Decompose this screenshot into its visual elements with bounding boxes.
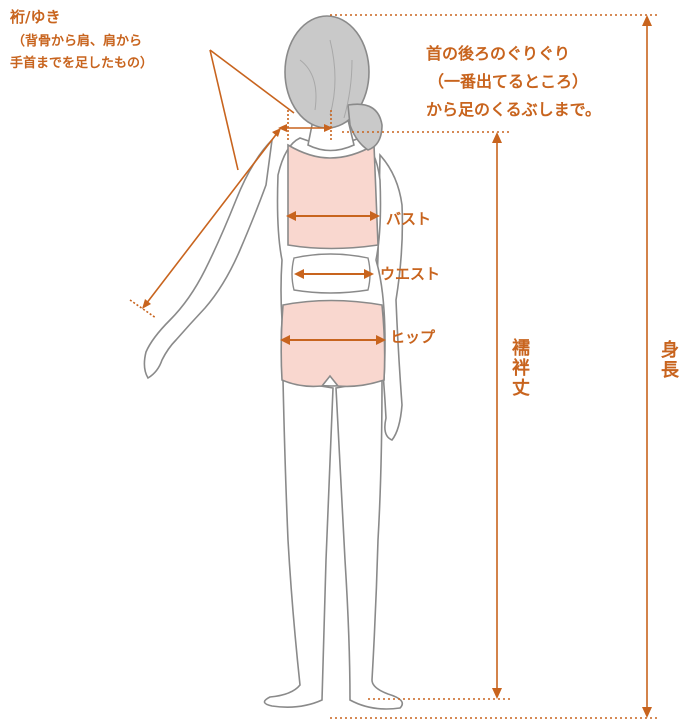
yuki-note-line2: 手首までを足したもの）: [10, 56, 154, 71]
reference-lines: [330, 14, 660, 719]
legs: [263, 379, 404, 710]
bust-arrow: [286, 211, 380, 221]
height-arrow: [642, 15, 652, 718]
shorts-shape: [280, 299, 386, 388]
juban-length-label: 襦袢丈: [509, 338, 530, 398]
hip-label: ヒップ: [390, 328, 436, 346]
neck-note-line2: （一番出てるところ）: [428, 72, 589, 91]
height-label: 身長: [658, 340, 679, 380]
neck-note-line1: 首の後ろのぐりぐり: [426, 44, 571, 63]
hip-arrow: [280, 335, 386, 345]
bra-shape: [287, 143, 379, 250]
yuki-annotation: [129, 49, 333, 319]
juban-length-arrow: [492, 132, 502, 699]
neck-note-line3: から足のくるぶしまで。: [426, 100, 602, 119]
head: [284, 15, 383, 152]
bust-label: バスト: [386, 210, 432, 228]
waist-arrow: [294, 269, 374, 279]
yuki-title: 裄/ゆき: [10, 8, 61, 26]
waist-label: ウエスト: [380, 265, 441, 283]
yuki-note-line1: （背骨から肩、肩から: [12, 34, 143, 49]
